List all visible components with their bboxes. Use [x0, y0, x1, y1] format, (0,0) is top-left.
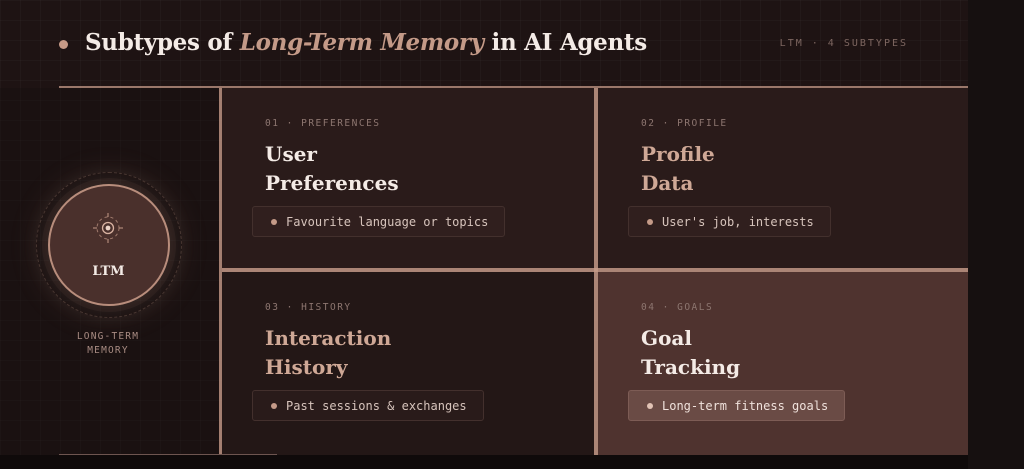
title-suffix: in AI Agents [491, 29, 648, 56]
glow-ring [36, 172, 182, 318]
example-text: Long-term fitness goals [662, 398, 829, 413]
title-prefix: Subtypes of [85, 29, 233, 56]
card-title: Goal Tracking [641, 326, 741, 379]
bullet-dot [271, 218, 277, 225]
card-user-preferences: 01 · PREFERENCES User Preferences Favour… [222, 88, 594, 268]
target-icon [93, 213, 123, 243]
title-highlight: Long-Term Memory [239, 29, 484, 56]
card-title: Profile Data [641, 142, 715, 195]
example-text: Favourite language or topics [286, 214, 489, 229]
page-title: Subtypes of Long-Term Memory in AI Agent… [85, 29, 647, 56]
card-kicker: 04 · GOALS [641, 302, 714, 313]
card-title: Interaction History [265, 326, 392, 379]
bullet-dot [271, 402, 277, 409]
top-divider [59, 86, 968, 88]
example-chip: User's job, interests [628, 206, 831, 237]
card-profile-data: 02 · PROFILE Profile Data User's job, in… [598, 88, 968, 268]
card-title: User Preferences [265, 142, 399, 195]
card-kicker: 03 · HISTORY [265, 302, 352, 313]
card-interaction-history: 03 · HISTORY Interaction History Past se… [222, 272, 594, 455]
bullet-dot [647, 402, 653, 409]
ltm-circle-label: LTM [92, 264, 125, 279]
example-chip: Long-term fitness goals [628, 390, 846, 421]
panel-divider [219, 88, 222, 455]
card-goal-tracking: 04 · GOALS Goal Tracking Long-term fitne… [598, 272, 968, 455]
subtype-count-label: LTM · 4 SUBTYPES [779, 38, 908, 49]
card-kicker: 01 · PREFERENCES [265, 118, 381, 129]
slide: Subtypes of Long-Term Memory in AI Agent… [0, 0, 968, 455]
ltm-caption: LONG-TERM MEMORY [76, 331, 140, 356]
example-text: User's job, interests [662, 214, 814, 229]
bullet-dot [647, 218, 653, 225]
window-edge-bottom [0, 455, 968, 469]
card-kicker: 02 · PROFILE [641, 118, 728, 129]
ltm-circle [48, 184, 170, 306]
example-text: Past sessions & exchanges [286, 398, 467, 413]
example-chip: Favourite language or topics [252, 206, 506, 237]
example-chip: Past sessions & exchanges [252, 390, 484, 421]
bullet-dot [59, 40, 68, 49]
window-edge-right [968, 0, 1024, 469]
bottom-divider [59, 454, 277, 455]
grid-divider-horizontal [222, 268, 968, 272]
